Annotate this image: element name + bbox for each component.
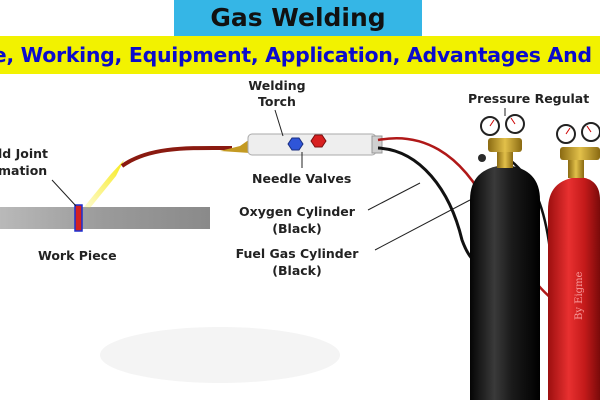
fuel-gas-cylinder-label-1: Fuel Gas Cylinder bbox=[235, 246, 359, 261]
torch-body bbox=[247, 133, 377, 156]
oxygen-cylinder-neck bbox=[497, 150, 513, 168]
oxygen-regulator-body bbox=[488, 138, 522, 152]
oxygen-cylinder-label-1: Oxygen Cylinder bbox=[239, 204, 355, 219]
cylinder-watermark: By Eigme bbox=[574, 271, 585, 320]
needle-valve-blue bbox=[287, 137, 304, 151]
leader-torch bbox=[274, 109, 284, 137]
welding-torch-label-1: Welding bbox=[248, 78, 306, 93]
oxygen-cylinder-label-2: (Black) bbox=[272, 221, 322, 236]
flame bbox=[84, 160, 124, 208]
pressure-regulator-label: Pressure Regulat bbox=[468, 91, 590, 106]
page-subtitle: le, Working, Equipment, Application, Adv… bbox=[0, 43, 600, 67]
oxygen-cylinder bbox=[470, 165, 540, 400]
leader-oxygen bbox=[367, 182, 421, 211]
subtitle-bar: le, Working, Equipment, Application, Adv… bbox=[0, 36, 600, 74]
needle-valve-red bbox=[310, 134, 327, 148]
torch-nozzle-brass bbox=[220, 139, 250, 153]
oxygen-gauge-right-needle bbox=[510, 117, 516, 125]
leader-fuel bbox=[374, 199, 471, 251]
leader-weld-joint bbox=[51, 179, 77, 207]
floor-shadow bbox=[100, 327, 340, 383]
torch-grip bbox=[371, 135, 383, 154]
torch-nozzle bbox=[120, 145, 233, 168]
needle-valves-label: Needle Valves bbox=[252, 171, 352, 186]
weld-joint-label-2: mation bbox=[0, 163, 48, 178]
fuel-gauge-left-needle bbox=[565, 127, 571, 135]
work-piece-label: Work Piece bbox=[38, 248, 117, 263]
work-piece bbox=[0, 207, 210, 229]
weld-joint bbox=[74, 204, 83, 232]
oxygen-valve-knob bbox=[478, 154, 486, 162]
welding-torch-label-2: Torch bbox=[258, 94, 296, 109]
title-background bbox=[174, 0, 422, 36]
fuel-regulator-body bbox=[560, 147, 600, 160]
fuel-cylinder-neck bbox=[568, 158, 584, 178]
oxygen-gauge-left-needle bbox=[489, 119, 495, 127]
fuel-gauge-right-needle bbox=[586, 125, 592, 133]
weld-joint-label-1: ld Joint bbox=[0, 146, 48, 161]
fuel-gas-cylinder-label-2: (Black) bbox=[272, 263, 322, 278]
page-title: Gas Welding bbox=[210, 3, 386, 32]
fuel-gas-cylinder bbox=[548, 177, 600, 400]
